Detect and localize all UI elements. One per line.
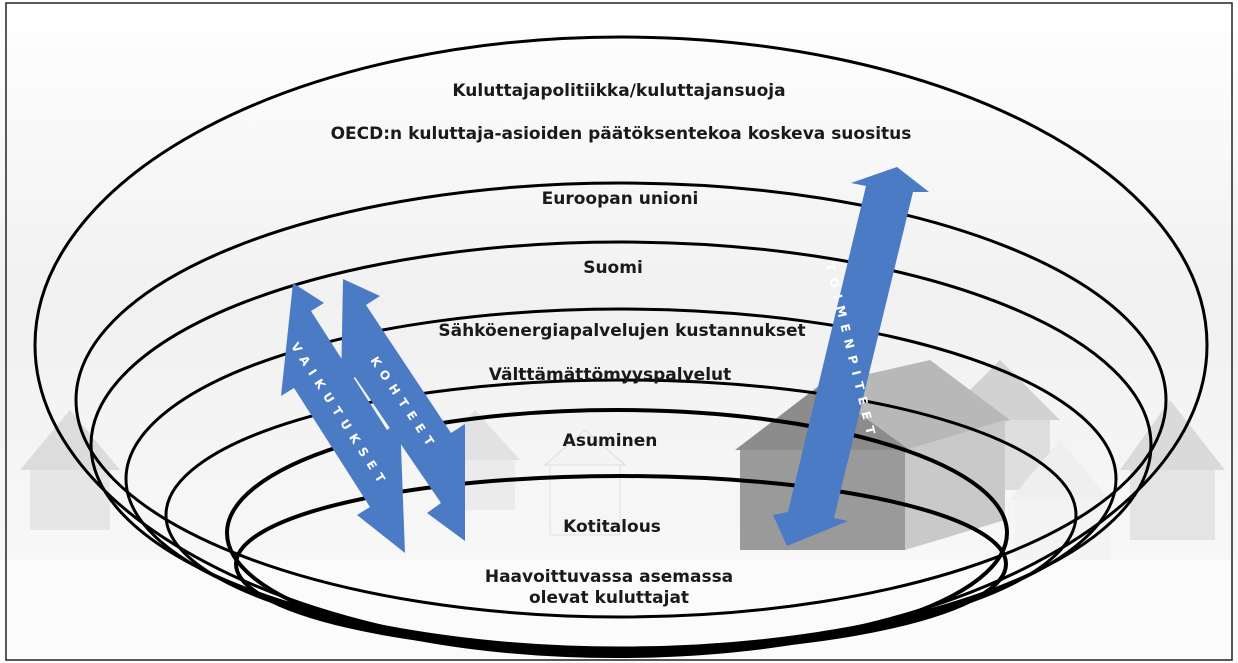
arrow-kohteet-shape	[341, 279, 465, 541]
arrow-toimenpiteet-shape	[773, 167, 929, 546]
label-haavoittuvassa-line-1: Haavoittuvassa asemassa	[485, 567, 733, 587]
ellipse-level-2	[74, 181, 1168, 619]
label-asuminen: Asuminen	[563, 431, 658, 451]
ellipse-level-6	[225, 408, 1009, 658]
arrow-vaikutukset-shape	[281, 283, 405, 553]
label-kotitalous: Kotitalous	[563, 517, 661, 537]
label-suomi: Suomi	[583, 258, 643, 278]
label-sahkoenergiapalvelut: Sähköenergiapalvelujen kustannukset	[438, 321, 805, 341]
label-haavoittuvassa-line-2: olevat kuluttajat	[529, 588, 689, 608]
level-labels: Kuluttajapolitiikka/kuluttajansuoja OECD…	[331, 81, 912, 608]
arrow-toimenpiteet: TOIMENPITEET	[773, 167, 929, 546]
label-kuluttajapolitiikka: Kuluttajapolitiikka/kuluttajansuoja	[452, 81, 785, 101]
ellipse-level-7	[234, 474, 1008, 654]
label-valttamattomyyspalvelut: Välttämättömyyspalvelut	[489, 365, 732, 385]
image-border	[5, 2, 1233, 661]
label-oecd-suositus: OECD:n kuluttaja-asioiden päätöksentekoa…	[331, 124, 912, 144]
label-euroopan-unioni: Euroopan unioni	[542, 189, 699, 209]
arrows: VAIKUTUKSET KOHTEET TOIMENPITEET	[281, 167, 929, 553]
ellipses	[33, 35, 1209, 658]
